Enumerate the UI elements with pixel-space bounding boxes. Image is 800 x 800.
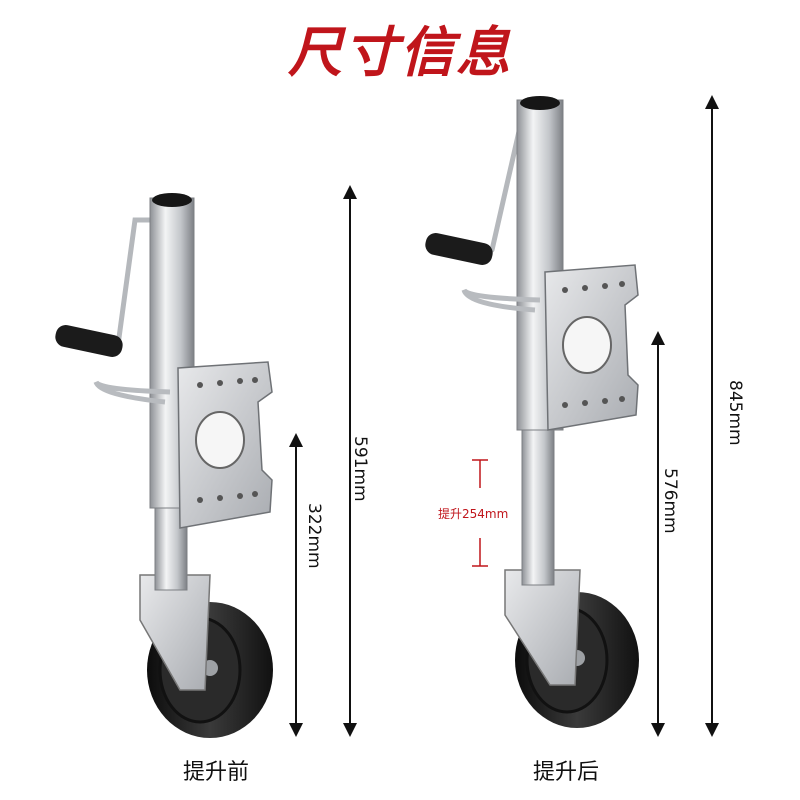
- lift-label: 提升254mm: [438, 507, 509, 521]
- lift-marker: [472, 459, 488, 567]
- wheel-fork: [504, 569, 581, 686]
- crank-grip: [55, 325, 123, 357]
- swivel-pin: [93, 380, 171, 405]
- caption-after-lift: 提升后: [533, 760, 600, 785]
- page-title: 尺寸信息: [288, 21, 512, 84]
- wheel-fork: [139, 574, 211, 691]
- swivel-pin: [461, 288, 541, 313]
- caption-before-lift: 提升前: [183, 760, 250, 785]
- right-jack: [425, 96, 639, 728]
- dimension-label-322: 322mm: [304, 503, 324, 569]
- dimension-label-576: 576mm: [660, 468, 680, 534]
- crank-grip: [425, 233, 493, 265]
- dimension-label-591: 591mm: [350, 436, 370, 502]
- left-jack: [55, 193, 273, 738]
- dimension-label-845: 845mm: [725, 380, 745, 446]
